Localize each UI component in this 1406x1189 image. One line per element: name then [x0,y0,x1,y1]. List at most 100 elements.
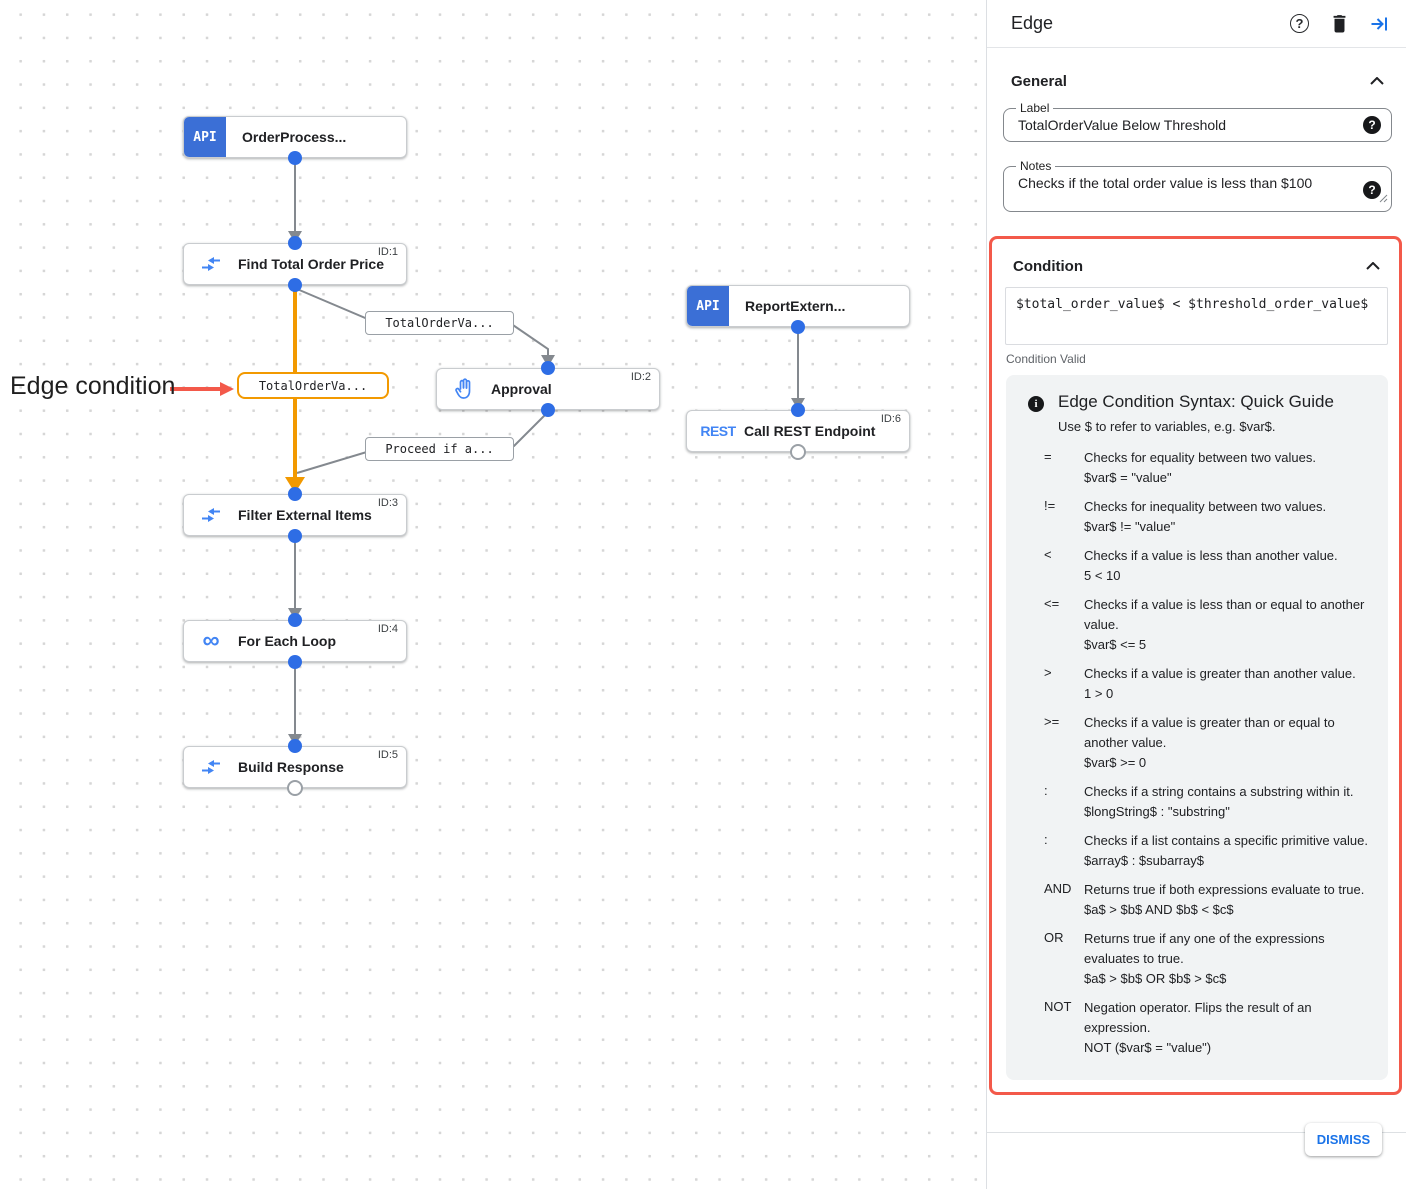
node-title: Approval [491,381,552,397]
guide-example: $var$ <= 5 [1084,637,1147,652]
notes-field-value[interactable]: Checks if the total order value is less … [1018,175,1313,191]
label-field-label: Label [1016,101,1054,115]
guide-title: Edge Condition Syntax: Quick Guide [1058,392,1334,411]
guide-example: $var$ >= 0 [1084,755,1147,770]
label-field[interactable]: Label TotalOrderValue Below Threshold ? [1003,101,1392,142]
guide-op: < [1044,547,1052,562]
node-id: ID:3 [377,497,398,509]
collapse-panel-icon[interactable] [1370,15,1388,33]
node-id: ID:2 [630,371,651,383]
node-reportextern[interactable]: API ReportExtern... [686,285,910,327]
node-title: ReportExtern... [745,298,846,314]
node-title: Filter External Items [238,507,372,523]
connection-points [287,151,806,796]
node-approval[interactable]: Approval ID:2 [436,368,660,410]
node-title: Call REST Endpoint [744,423,876,439]
guide-desc: Checks for equality between two values. [1084,450,1316,465]
dismiss-button[interactable]: DISMISS [1305,1123,1382,1156]
edge-label-text: Proceed if a... [385,442,494,456]
guide-op: NOT [1044,999,1072,1014]
hand-icon [450,378,478,400]
node-id: ID:6 [880,413,901,425]
condition-section-header: Condition [992,257,1399,275]
guide-op: AND [1044,881,1072,896]
guide-example: $array$ : $subarray$ [1084,853,1204,868]
node-title: OrderProcess... [242,129,347,145]
general-section-header: General [987,72,1406,90]
guide-op: : [1044,783,1048,798]
rest-badge: REST [700,423,736,439]
guide-desc: Checks if a value is less than or equal … [1084,597,1365,632]
condition-expression-input[interactable]: $total_order_value$ < $threshold_order_v… [1005,287,1388,345]
general-section-title: General [1011,72,1067,90]
delete-icon[interactable] [1331,14,1348,33]
panel-footer-divider [986,1132,1406,1133]
resize-handle-icon[interactable] [1379,190,1388,208]
info-icon: i [1028,396,1044,412]
data-mapping-icon [197,507,225,523]
edge-label-text: TotalOrderVa... [258,378,368,393]
node-for-each-loop[interactable]: ∞ For Each Loop ID:4 [183,620,407,662]
node-build-response[interactable]: Build Response ID:5 [183,746,407,788]
edge-lines [170,158,805,746]
edge-condition-annotation: Edge condition [10,372,176,400]
guide-op: <= [1044,596,1060,611]
node-title: For Each Loop [238,633,336,649]
node-id: ID:1 [377,246,398,258]
notes-field-label: Notes [1016,159,1056,173]
guide-desc: Returns true if both expressions evaluat… [1084,882,1365,897]
guide-example: $a$ > $b$ AND $b$ < $c$ [1084,902,1234,917]
api-badge: API [687,286,729,326]
guide-op: : [1044,832,1048,847]
guide-op: > [1044,665,1052,680]
node-call-rest-endpoint[interactable]: REST Call REST Endpoint ID:6 [686,410,910,452]
node-id: ID:5 [377,749,398,761]
syntax-guide-box: i Edge Condition Syntax: Quick Guide Use… [1006,375,1388,1080]
node-title: Find Total Order Price [238,256,384,272]
guide-desc: Checks if a string contains a substring … [1084,784,1354,799]
edge-label-proceed[interactable]: Proceed if a... [365,437,514,461]
condition-valid-status: Condition Valid [1006,352,1086,366]
data-mapping-icon [197,759,225,775]
api-badge: API [184,117,226,157]
edge-label-selected[interactable]: TotalOrderVa... [237,372,389,399]
label-help-icon[interactable]: ? [1363,116,1381,134]
guide-intro: Use $ to refer to variables, e.g. $var$. [1058,419,1276,434]
guide-op: OR [1044,930,1064,945]
help-icon[interactable]: ? [1290,14,1309,33]
guide-desc: Negation operator. Flips the result of a… [1084,1000,1312,1035]
guide-example: $var$ = "value" [1084,470,1172,485]
guide-desc: Checks if a list contains a specific pri… [1084,833,1368,848]
guide-desc: Checks if a value is greater than anothe… [1084,666,1356,681]
label-field-value[interactable]: TotalOrderValue Below Threshold [1018,117,1227,133]
edge-label-text: TotalOrderVa... [385,316,494,330]
panel-title: Edge [1011,13,1054,33]
guide-rows: = Checks for equality between two values… [1044,448,1374,1058]
guide-example: NOT ($var$ = "value") [1084,1040,1212,1055]
guide-example: $a$ > $b$ OR $b$ > $c$ [1084,971,1227,986]
guide-example: $var$ != "value" [1084,519,1176,534]
node-filter-external-items[interactable]: Filter External Items ID:3 [183,494,407,536]
data-mapping-icon [197,256,225,272]
condition-section-title: Condition [1013,257,1083,275]
guide-desc: Checks if a value is less than another v… [1084,548,1338,563]
condition-highlight-box: Condition $total_order_value$ < $thresho… [989,236,1402,1095]
guide-example: 5 < 10 [1084,568,1121,583]
notes-help-icon[interactable]: ? [1363,181,1381,199]
node-orderprocess[interactable]: API OrderProcess... [183,116,407,158]
node-title: Build Response [238,759,344,775]
edge-label-to-approval[interactable]: TotalOrderVa... [365,311,514,335]
chevron-up-icon[interactable] [1366,257,1380,275]
chevron-up-icon[interactable] [1370,72,1384,90]
guide-desc: Checks if a value is greater than or equ… [1084,715,1335,750]
notes-field[interactable]: Notes Checks if the total order value is… [1003,159,1392,212]
panel-header: Edge ? [987,0,1406,48]
guide-desc: Returns true if any one of the expressio… [1084,931,1325,966]
guide-op: >= [1044,714,1060,729]
loop-icon: ∞ [202,627,220,654]
node-id: ID:4 [377,623,398,635]
guide-op: != [1044,498,1056,513]
node-find-total-order-price[interactable]: Find Total Order Price ID:1 [183,243,407,285]
edge-config-panel: Edge ? General Label TotalOrderValue Bel [986,0,1406,1189]
workflow-canvas[interactable]: Edge condition TotalOrderVa... TotalOrde… [0,0,986,1189]
